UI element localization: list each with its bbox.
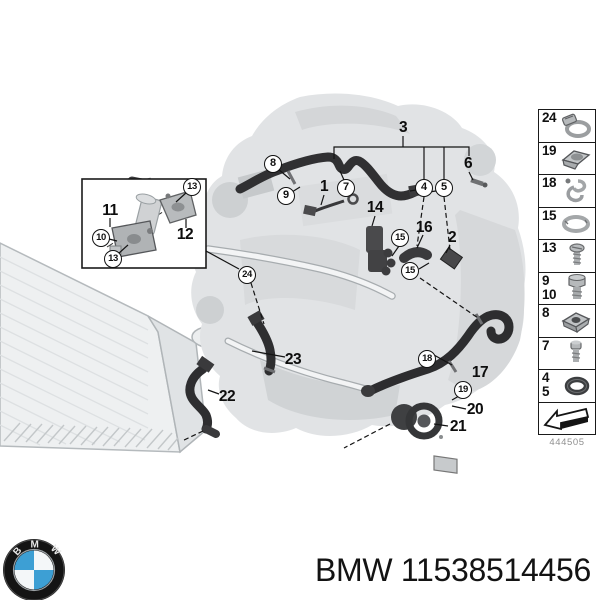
callout-label-3: 3 <box>398 119 408 136</box>
callout-label-17: 17 <box>471 364 489 381</box>
fastener-legend-table: 24 19 18 15 <box>538 109 596 435</box>
sensor-6 <box>470 177 488 188</box>
callout-label-14: 14 <box>366 199 384 216</box>
callout-label-2: 2 <box>447 229 457 246</box>
cylinder-screw-icon <box>570 340 582 363</box>
callout-circle-8: 8 <box>264 155 282 173</box>
callout-circle-4: 4 <box>415 179 433 197</box>
diagram-number: 444505 <box>549 437 585 448</box>
legend-label: 5 <box>542 384 550 399</box>
valve-14 <box>366 226 396 276</box>
band-clamp-icon <box>562 215 590 234</box>
legend-row-24: 24 <box>539 110 595 143</box>
callout-label-21: 21 <box>449 418 467 435</box>
legend-label: 8 <box>542 305 550 320</box>
logo-letter-m: M <box>31 540 39 551</box>
callout-label-23: 23 <box>284 351 302 368</box>
sensor-1 <box>303 193 359 217</box>
callout-circle-18: 18 <box>418 350 436 368</box>
bmw-logo: B M W <box>3 539 65 600</box>
callout-circle-24: 24 <box>238 266 256 284</box>
hose-17 <box>365 310 514 396</box>
legend-row-15: 15 <box>539 207 595 240</box>
callout-circle-15: 15 <box>401 262 419 280</box>
callout-circle-13: 13 <box>183 178 201 196</box>
legend-row-7: 7 <box>539 337 595 370</box>
callout-label-11: 11 <box>102 202 118 219</box>
pan-head-screw-icon <box>569 243 585 265</box>
legend-row-8: 8 <box>539 305 595 338</box>
callout-label-1: 1 <box>319 178 329 195</box>
legend-label: 7 <box>542 337 550 353</box>
callout-label-20: 20 <box>466 401 484 418</box>
hose-22 <box>185 364 212 434</box>
hex-bolt-icon <box>568 274 586 300</box>
callout-circle-19: 19 <box>454 381 472 399</box>
legend-row-13: 13 <box>539 240 595 273</box>
legend-label: 9 <box>542 272 550 288</box>
hose-clamp-icon <box>561 113 591 138</box>
callout-label-16: 16 <box>415 219 433 236</box>
elbow-16 <box>399 247 432 263</box>
legend-label: 24 <box>542 110 557 125</box>
radiator-drawing <box>0 242 235 454</box>
cage-nut-icon <box>561 311 591 333</box>
legend-label: 19 <box>542 142 557 158</box>
legend-label: 4 <box>542 370 550 385</box>
callout-circle-5: 5 <box>435 179 453 197</box>
callout-circle-7: 7 <box>337 179 355 197</box>
coolant-metal-pipe <box>204 245 396 394</box>
callout-label-22: 22 <box>218 388 236 405</box>
legend-label: 18 <box>542 175 557 190</box>
callout-label-6: 6 <box>463 155 473 172</box>
hook-clip-icon <box>565 178 587 202</box>
callout-label-12: 12 <box>176 226 194 243</box>
legend-label: 13 <box>542 240 557 255</box>
callout-circle-10: 10 <box>92 229 110 247</box>
water-pump-21 <box>361 385 443 440</box>
callout-circle-13: 13 <box>104 250 122 268</box>
callout-circle-9: 9 <box>277 187 295 205</box>
legend-label: 10 <box>542 286 557 302</box>
clip-nut-icon <box>561 150 591 170</box>
direction-arrow-icon <box>543 408 590 431</box>
legend-row-19: 19 <box>539 142 595 175</box>
hose-23 <box>251 316 276 376</box>
legend-row-arrow <box>539 403 595 435</box>
callout-circle-15: 15 <box>391 229 409 247</box>
leader-lines <box>108 136 479 449</box>
o-ring-icon <box>564 376 590 395</box>
bracket-20 <box>433 435 458 474</box>
legend-row-18: 18 <box>539 175 595 208</box>
part-number-caption: BMW 11538514456 <box>315 552 591 588</box>
hose-3 <box>235 152 420 201</box>
fitting-2 <box>439 246 464 270</box>
legend-label: 15 <box>542 207 557 223</box>
